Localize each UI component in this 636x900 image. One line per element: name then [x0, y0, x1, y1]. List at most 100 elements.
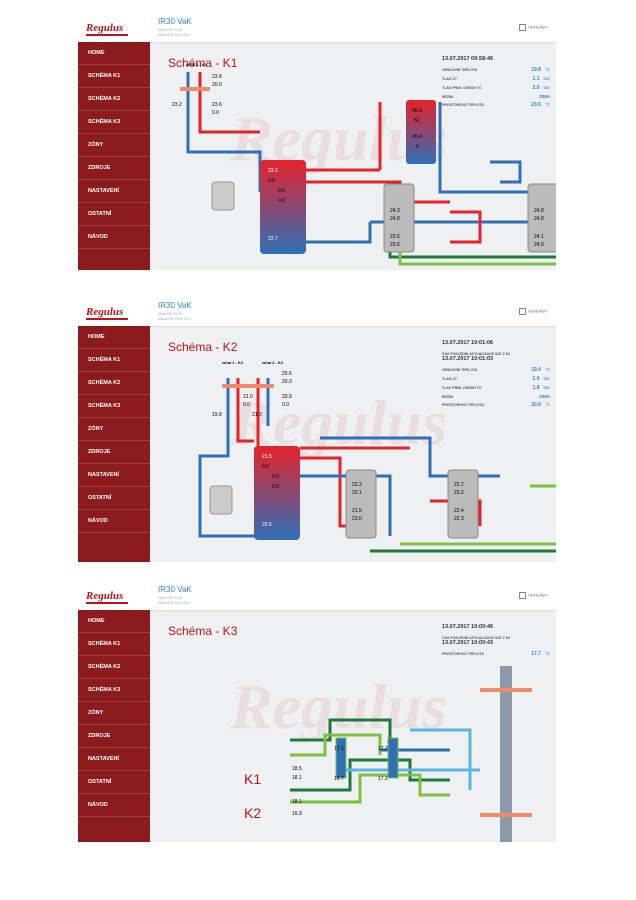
nav-nastaveni[interactable]: NASTAVENÍ [78, 748, 150, 771]
value-hp1-a: 22.3 [352, 482, 362, 488]
heat-exchanger-column [500, 666, 512, 842]
heat-exchanger-2[interactable] [387, 737, 399, 779]
sidebar: HOME SCHÉMA K1 SCHÉMA K2 SCHÉMA K3 ZÓNY … [78, 610, 150, 842]
nav-ostatni[interactable]: OSTATNÍ [78, 771, 150, 794]
value-z1-c: 23.2 [172, 102, 182, 108]
value-z1-a: 23.6 [212, 74, 222, 80]
nav-navod[interactable]: NÁVOD [78, 510, 150, 533]
logout-label: ODHLÁSIT [527, 24, 548, 30]
timestamp: 13.07.2017 10:00:46 [442, 624, 494, 630]
sidebar: HOME SCHÉMA K1 SCHÉMA K2 SCHÉMA K3 ZÓNY … [78, 42, 150, 270]
sidebar: HOME SCHÉMA K1 SCHÉMA K2 SCHÉMA K3 ZÓNY … [78, 326, 150, 562]
heat-exchanger-1[interactable] [335, 737, 347, 779]
value-c: 18.1 [292, 799, 302, 805]
nav-zony[interactable]: ZÓNY [78, 418, 150, 441]
nav-schema-k2[interactable]: SCHÉMA K2 [78, 88, 150, 111]
value-z1-d: 23.6 [212, 102, 222, 108]
hydraulic-schema: zóna 1 - K1 23.6 20.0 23.2 23.6 0.0 23.2… [172, 62, 556, 266]
nav-schema-k3[interactable]: SCHÉMA K3 [78, 395, 150, 418]
hydraulic-schema: zóna 1 - K2 zóna 2 - K2 21.0 0.0 19.8 25… [198, 360, 556, 553]
value-z1-b: 0.0 [243, 402, 250, 408]
nav-ostatni[interactable]: OSTATNÍ [78, 203, 150, 226]
screen-k3: Regulus IR30 VaK Verze FW: 01.08 Datum F… [78, 582, 556, 842]
nav-schema-k3[interactable]: SCHÉMA K3 [78, 111, 150, 134]
nav-schema-k1[interactable]: SCHÉMA K1 [78, 65, 150, 88]
sat-update-label: ČAS POSLEDNÍ AKTUALIZACE SAT Z K2 [442, 352, 511, 356]
value-hp1-b: 24.8 [390, 216, 400, 222]
logout-button[interactable]: ODHLÁSIT [518, 592, 548, 599]
nav-schema-k2[interactable]: SCHÉMA K2 [78, 372, 150, 395]
nav-zdroje[interactable]: ZDROJE [78, 157, 150, 180]
boiler-unit[interactable] [209, 485, 233, 515]
nav-schema-k1[interactable]: SCHÉMA K1 [78, 349, 150, 372]
nav-ostatni[interactable]: OSTATNÍ [78, 487, 150, 510]
heat-pump-1[interactable] [345, 469, 377, 539]
logout-button[interactable]: ODHLÁSIT [518, 308, 548, 315]
nav-home[interactable]: HOME [78, 610, 150, 633]
logo-underline [86, 34, 128, 36]
value-z1-b: 20.0 [212, 82, 222, 88]
value-hp1-b: 23.1 [352, 490, 362, 496]
app-title: IR30 VaK [158, 585, 192, 594]
storage-tank[interactable] [260, 160, 306, 254]
value-a: 18.5 [292, 766, 302, 772]
nav-zony[interactable]: ZÓNY [78, 702, 150, 725]
value-e: 17.1 [334, 746, 344, 752]
value-hp2-c: 22.4 [454, 508, 464, 514]
logout-icon [518, 24, 526, 31]
nav-schema-k3[interactable]: SCHÉMA K3 [78, 679, 150, 702]
nav-home[interactable]: HOME [78, 42, 150, 65]
value-tank-c: 0.0 [278, 198, 285, 204]
nav-nastaveni[interactable]: NASTAVENÍ [78, 464, 150, 487]
heat-pump-2[interactable] [527, 183, 556, 253]
heat-pump-1[interactable] [383, 183, 415, 253]
heat-pump-2[interactable] [447, 469, 479, 539]
value-tank-bottom: 20.5 [262, 522, 272, 528]
value-dhw-d: 0 [416, 144, 419, 150]
nav-schema-k2[interactable]: SCHÉMA K2 [78, 656, 150, 679]
value-tank-b: 0.0 [278, 188, 285, 194]
value-hp2-a: 22.7 [454, 482, 464, 488]
version-date: Datum FW: 18.03.2017 [158, 601, 191, 605]
screen-k2: Regulus IR30 VaK Verze FW: 01.08 Datum F… [78, 298, 556, 562]
nav-navod[interactable]: NÁVOD [78, 226, 150, 249]
k1-label: K1 [244, 771, 261, 787]
logo-underline [86, 318, 128, 320]
logout-label: ODHLÁSIT [527, 592, 548, 598]
nav-zdroje[interactable]: ZDROJE [78, 725, 150, 748]
app-title: IR30 VaK [158, 301, 192, 310]
nav-home[interactable]: HOME [78, 326, 150, 349]
boiler-unit[interactable] [211, 181, 235, 211]
value-tank-top: 21.5 [262, 454, 272, 460]
value-dhw-c: 20.4 [412, 134, 422, 140]
storage-tank[interactable] [254, 446, 300, 540]
nav-zdroje[interactable]: ZDROJE [78, 441, 150, 464]
sat-update-label: ČAS POSLEDNÍ AKTUALIZACE SAT Z K2 [442, 636, 511, 640]
value-hp2-c: 24.1 [534, 234, 544, 240]
value-dhw-top: 45.3 [412, 108, 422, 114]
logout-icon [518, 308, 526, 315]
nav-schema-k1[interactable]: SCHÉMA K1 [78, 633, 150, 656]
value-hp2-b: 23.2 [454, 490, 464, 496]
nav-nastaveni[interactable]: NASTAVENÍ [78, 180, 150, 203]
top-bar: Regulus IR30 VaK Verze FW: 01.08 Datum F… [78, 582, 556, 611]
nav-navod[interactable]: NÁVOD [78, 794, 150, 817]
dhw-tank[interactable] [406, 100, 436, 164]
value-hp2-d: 24.0 [534, 242, 544, 248]
regulus-logo: Regulus [86, 22, 124, 34]
status-panel: 13.07.2017 10:00:46 ČAS POSLEDNÍ AKTUALI… [442, 624, 550, 660]
regulus-logo: Regulus [86, 590, 124, 602]
nav-zony[interactable]: ZÓNY [78, 134, 150, 157]
logout-button[interactable]: ODHLÁSIT [518, 24, 548, 31]
value-z1-a: 21.0 [243, 394, 253, 400]
value-hp1-a: 24.3 [390, 208, 400, 214]
timestamp: 13.07.2017 09:58:46 [442, 56, 494, 62]
value-z1-e: 0.0 [212, 110, 219, 116]
value-z2-d: 0.0 [282, 402, 289, 408]
